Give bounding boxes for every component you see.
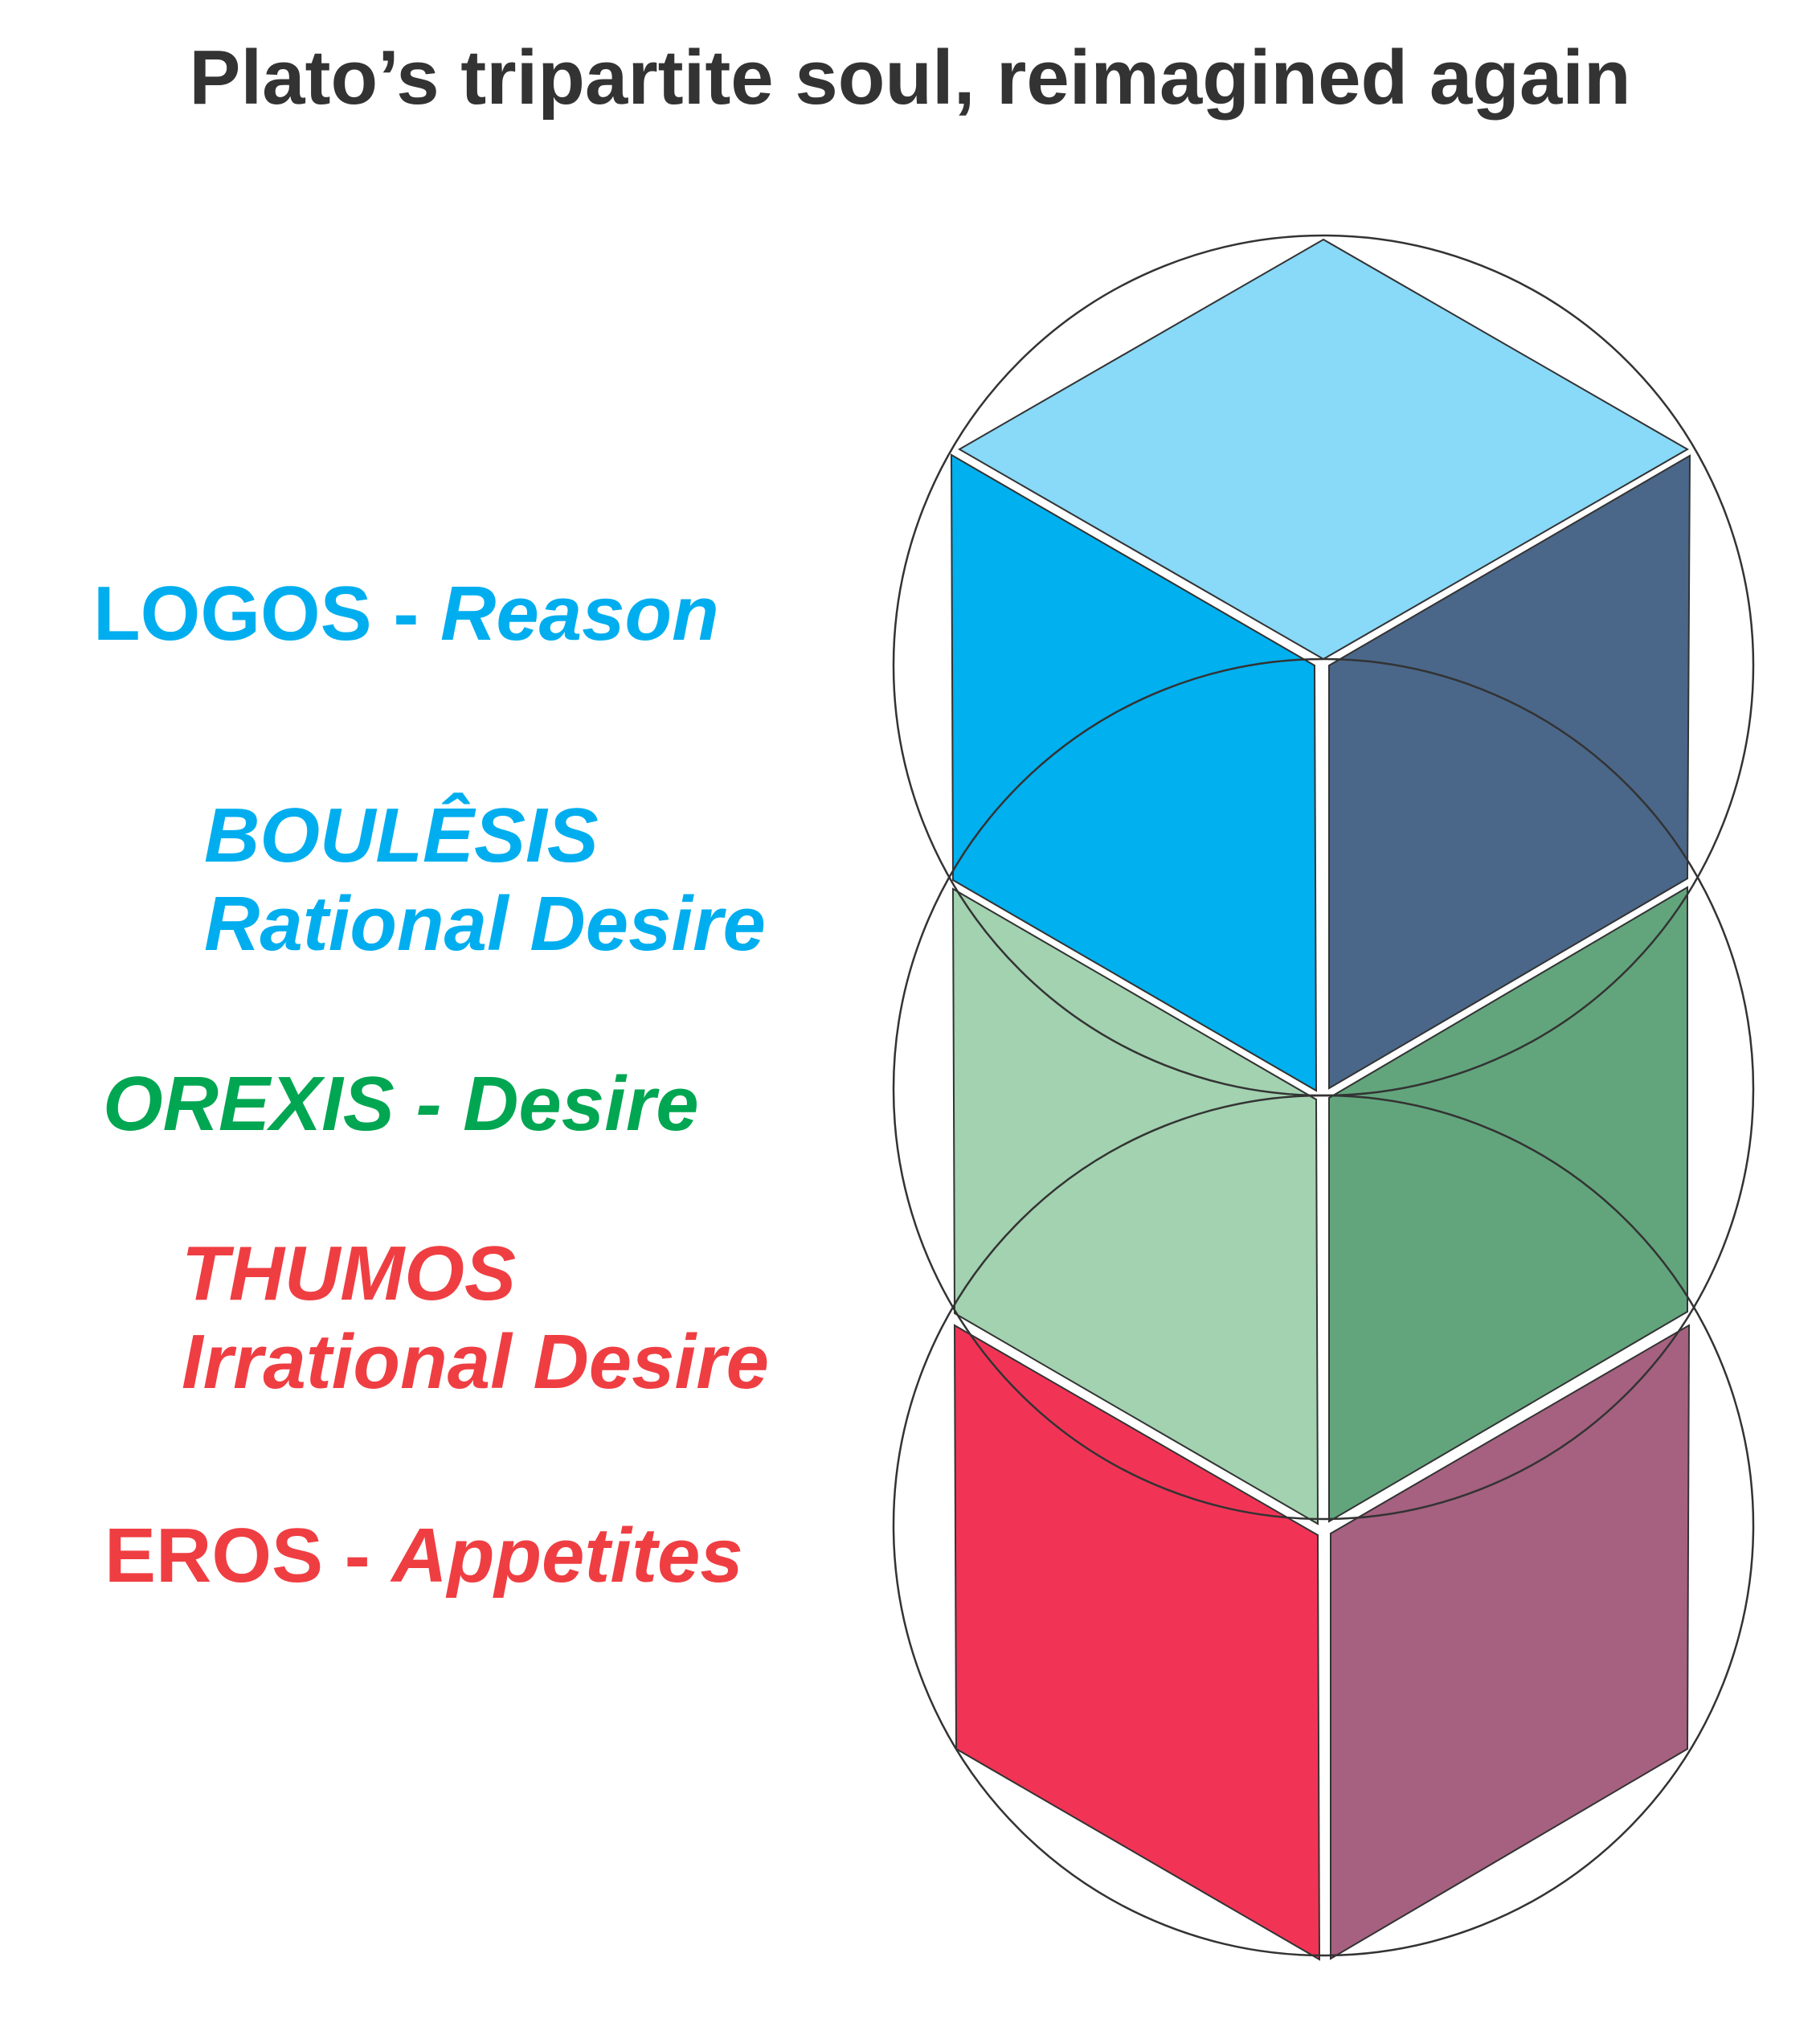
appetite-circle: [892, 1094, 1755, 1957]
page-title: Plato’s tripartite soul, reimagined agai…: [189, 35, 1631, 121]
logos-term: LOGOS -: [93, 571, 440, 657]
desire-left-face: [951, 887, 1319, 1525]
appetite-right-face: [1330, 1324, 1691, 1960]
desire-right-face: [1328, 886, 1688, 1523]
eros-term: EROS -: [104, 1513, 392, 1599]
boulesis-meaning: Rational Desire: [204, 881, 766, 967]
thumos-term: THUMOS: [182, 1230, 516, 1316]
boulesis-term: BOULÊSIS: [204, 792, 599, 878]
logos-label: LOGOS - Reason: [93, 571, 719, 657]
thumos-meaning: Irrational Desire: [182, 1319, 769, 1405]
reason-right-face: [1328, 454, 1691, 1090]
orexis-term: OREXIS - Desire: [103, 1061, 699, 1147]
boulesis-label: BOULÊSIS Rational Desire: [204, 792, 766, 968]
logos-meaning: Reason: [440, 571, 719, 657]
orexis-label: OREXIS - Desire: [103, 1061, 699, 1148]
thumos-label: THUMOS Irrational Desire: [182, 1230, 769, 1407]
reason-left-face: [950, 453, 1318, 1092]
desire-circle: [892, 657, 1755, 1521]
eros-label: EROS - Appetites: [104, 1513, 743, 1599]
appetite-left-face: [953, 1324, 1321, 1961]
eros-meaning: Appetites: [391, 1513, 743, 1599]
